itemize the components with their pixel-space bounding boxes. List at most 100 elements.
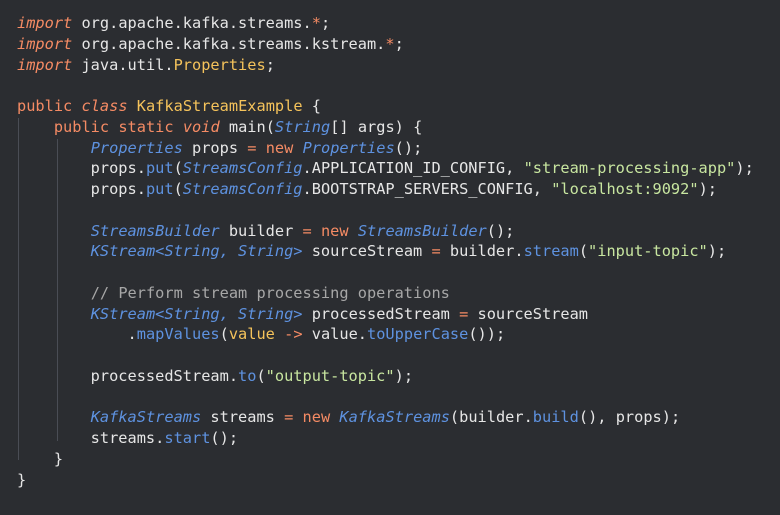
code-line: props.put(StreamsConfig.APPLICATION_ID_C…: [17, 158, 780, 179]
code-line: KStream<String, String> sourceStream = b…: [17, 241, 780, 262]
code-token-plain: [293, 139, 302, 157]
code-token-str: "localhost:9092": [551, 180, 699, 198]
code-token-plain: [17, 139, 91, 157]
code-token-op: =: [459, 304, 469, 323]
code-token-str: "stream-processing-app": [523, 159, 736, 178]
code-token-kwi: import: [17, 14, 73, 32]
code-token-plain: (: [578, 242, 589, 261]
code-token-plain: streams: [201, 408, 285, 427]
code-line: StreamsBuilder builder = new StreamsBuil…: [17, 221, 780, 242]
code-line: KStream<String, String> processedStream …: [17, 304, 780, 325]
code-token-kwi: import: [17, 34, 73, 53]
code-token-plain: [17, 284, 91, 302]
code-token-plain: .: [17, 325, 137, 344]
indent-guide-outer: [18, 118, 19, 460]
code-line: public class KafkaStreamExample {: [17, 96, 780, 117]
code-line: import org.apache.kafka.streams.*;: [17, 13, 780, 34]
code-token-kw: new: [302, 408, 331, 427]
code-token-type: StreamsConfig: [182, 180, 303, 198]
code-token-plain: [174, 118, 183, 136]
code-token-plain: (: [219, 325, 229, 344]
code-token-plain: ;: [394, 34, 404, 53]
code-token-plain: {: [302, 97, 321, 115]
code-token-method: build: [532, 408, 579, 427]
code-token-plain: ;: [265, 55, 275, 74]
code-token-plain: );: [698, 180, 717, 198]
code-token-comment: // Perform stream processing operations: [90, 283, 450, 302]
code-token-kw: static: [118, 117, 174, 136]
code-token-op: ->: [284, 325, 303, 344]
code-line: }: [17, 449, 780, 470]
code-line: [17, 200, 780, 221]
code-token-plain: [293, 408, 302, 426]
code-token-plain: processedStream: [302, 304, 460, 323]
code-token-kwi: import: [17, 55, 73, 74]
code-token-plain: ();: [486, 221, 515, 240]
code-token-plain: sourceStream: [468, 304, 589, 323]
code-token-plain: props.: [17, 159, 146, 178]
code-line: processedStream.to("output-topic");: [17, 366, 780, 387]
code-token-plain: (: [256, 366, 266, 385]
code-token-op: =: [302, 221, 312, 240]
code-token-plain: }: [17, 449, 64, 468]
code-token-str: "output-topic": [265, 366, 395, 385]
code-token-op: *: [385, 34, 395, 53]
code-token-plain: [17, 408, 91, 426]
code-token-plain: [] args) {: [330, 117, 423, 136]
code-token-kw: new: [320, 221, 349, 240]
code-token-plain: (), props);: [578, 408, 681, 427]
code-token-method: start: [164, 429, 211, 447]
code-token-plain: (: [173, 180, 183, 198]
code-token-op: *: [311, 14, 321, 32]
code-token-hl: value: [228, 325, 275, 344]
code-block[interactable]: import org.apache.kafka.streams.*;import…: [17, 13, 780, 490]
code-token-method: toUpperCase: [367, 325, 469, 344]
code-token-plain: props.: [17, 180, 146, 198]
code-token-type: StreamsBuilder: [90, 221, 220, 240]
code-token-kwi: class: [81, 97, 128, 115]
code-token-plain: (builder.: [449, 408, 533, 427]
code-token-plain: (: [173, 159, 183, 178]
code-token-type: KStream<String, String>: [90, 304, 303, 323]
code-token-plain: value.: [302, 325, 368, 344]
code-line: import org.apache.kafka.streams.kstream.…: [17, 34, 780, 55]
code-token-plain: ();: [210, 429, 239, 447]
code-token-plain: );: [735, 159, 754, 178]
code-token-str: "input-topic": [588, 242, 708, 261]
code-line: public static void main(String[] args) {: [17, 117, 780, 138]
code-token-type: KStream<String, String>: [90, 242, 303, 261]
code-token-method: put: [145, 180, 174, 198]
code-token-kwi: void: [182, 117, 220, 136]
code-token-plain: org.apache.kafka.streams.kstream.: [72, 34, 386, 53]
code-token-op: =: [431, 242, 441, 261]
code-line: [17, 75, 780, 96]
code-token-plain: );: [707, 242, 727, 261]
code-line: // Perform stream processing operations: [17, 283, 780, 304]
code-token-type: StreamsBuilder: [357, 221, 487, 240]
code-line: .mapValues(value -> value.toUpperCase())…: [17, 324, 780, 345]
code-token-plain: [17, 305, 91, 323]
code-token-type: KafkaStreams: [90, 408, 202, 427]
code-token-plain: [256, 139, 265, 157]
code-token-method: to: [238, 366, 257, 385]
code-line: Properties props = new Properties();: [17, 138, 780, 159]
code-line: [17, 262, 780, 283]
code-token-plain: }: [17, 470, 27, 489]
code-token-kw: public: [17, 97, 73, 115]
code-token-op: =: [284, 408, 294, 427]
code-token-plain: streams.: [17, 429, 165, 447]
code-token-plain: ());: [468, 325, 506, 344]
code-token-method: put: [145, 159, 174, 178]
code-token-plain: processedStream.: [17, 366, 239, 385]
code-token-hl: KafkaStreamExample: [136, 97, 303, 115]
code-token-type: StreamsConfig: [182, 159, 303, 178]
code-token-plain: ;: [320, 14, 331, 32]
code-line: import java.util.Properties;: [17, 55, 780, 76]
code-token-plain: props: [182, 138, 248, 157]
code-line: [17, 387, 780, 408]
code-token-type: KafkaStreams: [339, 408, 450, 427]
code-token-plain: ();: [394, 138, 423, 157]
code-token-kw: new: [265, 138, 294, 157]
code-line: }: [17, 470, 780, 491]
